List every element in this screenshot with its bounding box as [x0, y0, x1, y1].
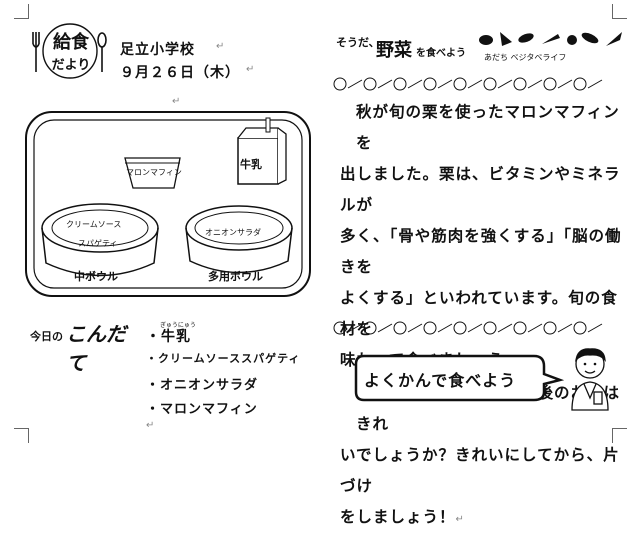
banner-subtitle: あだち ベジタベライフ: [484, 53, 567, 62]
article-line-text: をしましょう！: [340, 508, 456, 526]
banner-suffix: を食べよう: [416, 48, 466, 59]
return-mark: ↵: [172, 96, 181, 107]
character-border-top: [333, 77, 603, 91]
menu-item: ・牛乳: [146, 329, 191, 345]
menu-list: ・牛乳 ・クリームソーススパゲティ ・オニオンサラダ ・マロンマフィン: [146, 326, 300, 422]
article-line: よくする」といわれています。旬の食材を: [340, 283, 630, 345]
tray-milk-label: 牛乳: [240, 158, 262, 171]
character-border-bottom: [333, 321, 603, 335]
tray-muffin-label: マロンマフィン: [126, 168, 182, 177]
menu-ruby: ぎゅうにゅう: [160, 322, 196, 329]
logo-subtitle: だより: [51, 58, 91, 73]
tray-bowl-left-label: クリームソース: [66, 220, 122, 229]
tray-bowl-left-label: スパゲティ: [78, 239, 118, 248]
return-mark: ↵: [455, 514, 465, 525]
menu-item: ・クリームソーススパゲティ: [146, 352, 301, 365]
article-line: いでしょうか？きれいにしてから、片づけ: [340, 440, 630, 502]
menu-item: ・オニオンサラダ: [146, 378, 259, 393]
menu-title-big: こんだて: [66, 322, 126, 375]
article-line-text: 出しました。栗は、ビタミンやミネラルが: [340, 165, 621, 214]
return-mark: ↵: [216, 41, 225, 52]
newsletter-logo: 給食 だより: [30, 22, 110, 80]
school-name: 足立小学校: [120, 42, 195, 58]
speech-bubble: [354, 354, 564, 402]
article-line-text: よくする」といわれています。旬の食材を: [340, 289, 618, 338]
article-line-text: 秋が旬の栗を使ったマロンマフィンを: [356, 103, 620, 152]
tray-bowl-left-name: 中ボウル: [74, 270, 118, 283]
crop-mark-top-left: [14, 4, 29, 19]
crop-mark-bottom-right: [612, 428, 627, 443]
newsletter-date: ９月２６日（木）: [120, 65, 240, 81]
article-line: 出しました。栗は、ビタミンやミネラルが: [340, 159, 630, 221]
slogan-text: よくかんで食べよう: [364, 371, 517, 390]
tray-illustration: [25, 111, 311, 297]
milk-carton-icon: [237, 117, 287, 185]
return-mark: ↵: [246, 64, 255, 75]
return-mark: ↵: [146, 420, 155, 431]
article-line: 多く、「骨や筋肉を強くする」「脳の働きを: [340, 221, 630, 283]
tray-bowl-right-label: オニオンサラダ: [205, 228, 261, 237]
teacher-icon: [571, 348, 609, 411]
article-text: 秋が旬の栗を使ったマロンマフィンを 出しました。栗は、ビタミンやミネラルが 多く…: [340, 97, 630, 535]
crop-mark-top-right: [612, 4, 627, 19]
article-line-text: いでしょうか？きれいにしてから、片づけ: [340, 446, 620, 495]
logo-title: 給食: [53, 32, 89, 53]
tray-bowl-right-name: 多用ボウル: [208, 270, 263, 283]
vegetable-banner: そうだ、 野菜 を食べよう あだち ベジタベライフ: [336, 28, 626, 68]
menu-item: ・マロンマフィン: [146, 402, 258, 417]
fork-spoon-icon: [32, 23, 107, 79]
vegetables-icon: [479, 32, 622, 46]
banner-title: 野菜: [376, 40, 412, 61]
menu-title-small: 今日の: [30, 330, 63, 343]
article-line: をしましょう！↵: [340, 502, 630, 535]
menu-title: 今日の こんだて: [30, 318, 140, 375]
article-line: 秋が旬の栗を使ったマロンマフィンを: [340, 97, 630, 159]
crop-mark-bottom-left: [14, 428, 29, 443]
banner-prefix: そうだ、: [336, 36, 380, 49]
article-line-text: 多く、「骨や筋肉を強くする」「脳の働きを: [340, 227, 622, 276]
